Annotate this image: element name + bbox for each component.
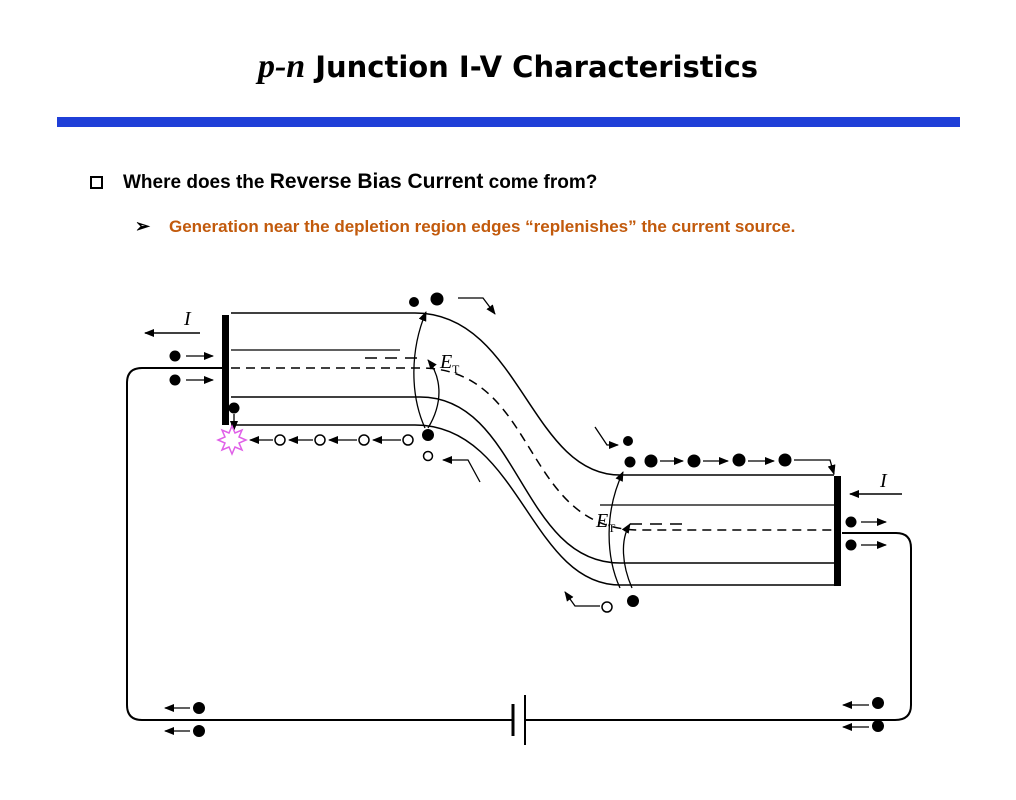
label-et-right-sub: T — [608, 521, 616, 535]
label-et-right: E — [595, 510, 608, 532]
label-et-left-sub: T — [452, 362, 460, 376]
electron — [623, 436, 633, 446]
answer-text: Generation near the depletion region edg… — [169, 217, 796, 236]
circuit-wire — [126, 367, 912, 721]
electron — [430, 292, 444, 306]
hole — [358, 434, 370, 446]
drift-arrow — [794, 459, 836, 475]
right-contact — [834, 476, 841, 586]
hole — [314, 434, 326, 446]
valence-band-lower — [231, 424, 834, 586]
label-current-right: I — [879, 470, 888, 492]
electron — [872, 720, 884, 732]
electron — [228, 402, 240, 414]
slide-title: p-n Junction I-V Characteristics — [0, 48, 1016, 86]
valence-band — [231, 396, 834, 564]
question-emphasis: Reverse Bias Current — [269, 170, 484, 193]
generation-arc-left-2 — [427, 359, 440, 429]
title-pn: p-n — [257, 48, 306, 85]
electron — [193, 702, 205, 714]
hole — [402, 434, 414, 446]
electron — [169, 374, 181, 386]
electron — [169, 350, 181, 362]
intrinsic-level — [231, 367, 834, 531]
question-bullet: Where does the Reverse Bias Current come… — [90, 170, 597, 194]
electron — [193, 725, 205, 737]
question-lead: Where does the — [123, 172, 270, 193]
drift-arrow — [458, 297, 496, 315]
conduction-band — [231, 312, 834, 476]
electron — [687, 454, 701, 468]
drift-arrow — [594, 426, 619, 449]
generation-arc-right-1 — [621, 523, 633, 589]
title-divider — [57, 117, 960, 127]
hole — [601, 601, 613, 613]
question-tail: come from? — [483, 172, 598, 193]
recombination-burst-icon — [216, 424, 248, 456]
electron — [409, 297, 419, 307]
drift-arrow — [442, 456, 481, 483]
drift-arrow — [564, 591, 600, 607]
arrow-bullet-icon: ➢ — [135, 216, 151, 236]
electron — [778, 453, 792, 467]
electron — [422, 429, 434, 441]
electron — [627, 595, 639, 607]
electron — [732, 453, 746, 467]
label-current-left: I — [183, 308, 192, 330]
label-et-left: E — [439, 351, 452, 373]
title-text: Junction I-V Characteristics — [315, 50, 759, 84]
answer-bullet: ➢ Generation near the depletion region e… — [135, 214, 895, 239]
electron — [872, 697, 884, 709]
electron — [624, 456, 636, 468]
electron — [644, 454, 658, 468]
hole — [274, 434, 286, 446]
hole — [422, 450, 434, 462]
electron — [845, 539, 857, 551]
checkbox-bullet-icon — [90, 176, 103, 189]
generation-arc-left-1 — [413, 311, 427, 429]
left-contact — [222, 315, 229, 425]
electron — [845, 516, 857, 528]
generation-arc-right-2 — [608, 471, 624, 589]
